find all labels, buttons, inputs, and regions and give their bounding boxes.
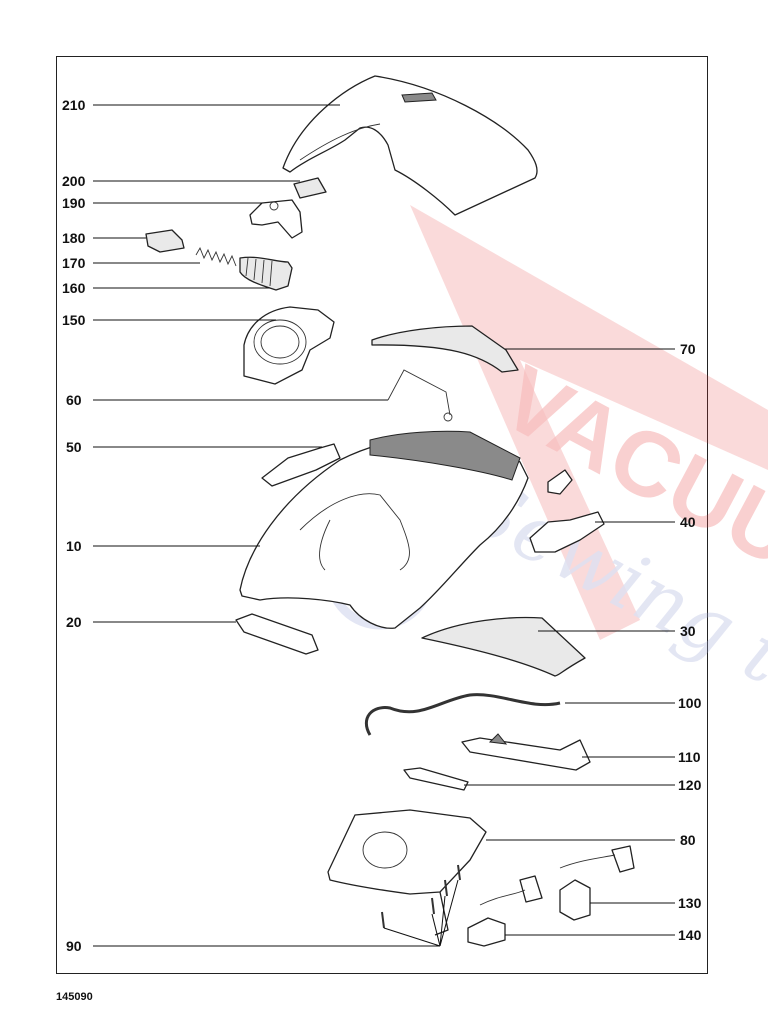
part-40-cord-hook — [529, 469, 605, 553]
part-20-bracket — [235, 613, 319, 655]
part-190-latch-bracket — [249, 199, 303, 239]
part-180-button — [145, 229, 185, 253]
label-30: 30 — [680, 623, 696, 639]
label-110: 110 — [678, 749, 701, 765]
leader-lines — [93, 104, 675, 947]
label-120: 120 — [678, 777, 702, 793]
part-210-lid-cover — [282, 75, 538, 216]
part-30-filter-pad — [421, 616, 586, 677]
label-80: 80 — [680, 832, 696, 848]
label-20: 20 — [66, 614, 82, 630]
part-170-spring — [195, 246, 237, 267]
label-10: 10 — [66, 538, 82, 554]
part-150-filter-frame — [243, 306, 335, 385]
label-130: 130 — [678, 895, 702, 911]
label-50: 50 — [66, 439, 82, 455]
label-70: 70 — [680, 341, 696, 357]
part-200-small-tab — [293, 177, 327, 199]
label-100: 100 — [678, 695, 702, 711]
part-130-switch — [559, 845, 635, 921]
part-80-motor-housing — [327, 809, 487, 936]
drawing-code: 145090 — [56, 991, 93, 1003]
part-160-bellows — [239, 256, 293, 291]
label-170: 170 — [62, 255, 86, 271]
label-150: 150 — [62, 312, 86, 328]
label-210: 210 — [62, 97, 86, 113]
label-40: 40 — [680, 514, 696, 530]
part-110-circuit-board — [461, 733, 591, 771]
part-140-connector — [467, 875, 543, 947]
label-60: 60 — [66, 392, 82, 408]
label-90: 90 — [66, 938, 82, 954]
part-90-screws — [381, 864, 461, 929]
label-200: 200 — [62, 173, 86, 189]
part-10-upper-housing — [239, 430, 529, 629]
part-70-grille-strip — [371, 325, 519, 373]
label-190: 190 — [62, 195, 86, 211]
diagram-frame — [56, 56, 708, 974]
part-120-switch-rail — [403, 767, 469, 791]
part-100-hose — [364, 693, 561, 736]
label-160: 160 — [62, 280, 86, 296]
part-50-hinge-piece — [261, 443, 341, 487]
label-180: 180 — [62, 230, 86, 246]
callout-labels: 210 200 190 180 170 160 150 70 60 50 10 … — [62, 97, 702, 954]
part-60-wire-clip — [387, 369, 453, 422]
label-140: 140 — [678, 927, 702, 943]
